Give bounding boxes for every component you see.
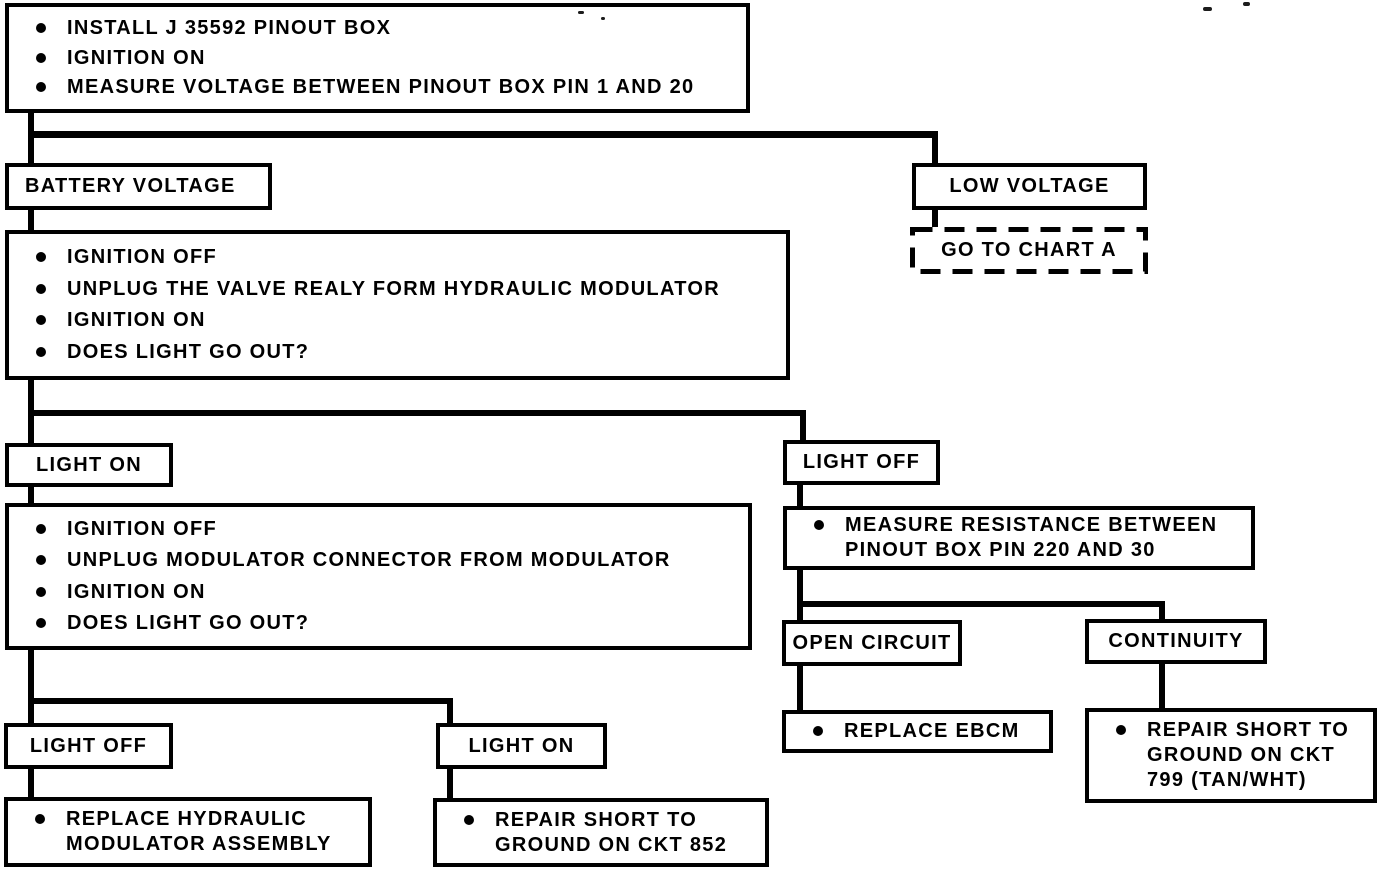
node-label: LIGHT ON — [36, 453, 142, 476]
bullet-text: UNPLUG MODULATOR CONNECTOR FROM MODULATO… — [67, 549, 671, 572]
edge-open-circuit-to-replace-ebcm — [797, 665, 803, 712]
bullet-text: IGNITION ON — [67, 309, 206, 332]
edge-light-on-to-step3 — [28, 486, 34, 505]
bullet-item: UNPLUG THE VALVE REALY FORM HYDRAULIC MO… — [9, 278, 786, 301]
bullet-icon — [36, 52, 46, 63]
node-label: LIGHT OFF — [29, 734, 148, 757]
node-install-pinout-box: INSTALL J 35592 PINOUT BOX IGNITION ON M… — [5, 3, 750, 113]
node-low-voltage: LOW VOLTAGE — [912, 163, 1147, 210]
edge-light-off-to-replace-hydraulic — [28, 768, 34, 799]
scan-speck — [601, 17, 605, 20]
edge-to-light-off-upper — [800, 410, 806, 442]
node-light-on-upper: LIGHT ON — [5, 443, 173, 487]
node-repair-short-ckt-799: REPAIR SHORT TO GROUND ON CKT 799 (TAN/W… — [1085, 708, 1377, 803]
edge-light-on-to-repair-852 — [447, 768, 453, 800]
bullet-item: IGNITION ON — [9, 309, 786, 332]
node-measure-resistance: MEASURE RESISTANCE BETWEEN PINOUT BOX PI… — [783, 506, 1255, 570]
bullet-text: REPAIR SHORT TO GROUND ON CKT 852 — [495, 808, 728, 856]
scan-speck — [1243, 2, 1250, 6]
bullet-item: MEASURE RESISTANCE BETWEEN PINOUT BOX PI… — [787, 513, 1217, 563]
bullet-item: REPAIR SHORT TO GROUND ON CKT 852 — [437, 808, 727, 858]
node-label: LIGHT ON — [468, 734, 575, 757]
node-go-to-chart-a: GO TO CHART A — [910, 227, 1148, 274]
bullet-item: REPLACE HYDRAULIC MODULATOR ASSEMBLY — [8, 807, 332, 857]
bullet-item: IGNITION OFF — [9, 246, 786, 269]
edge-low-voltage-to-chart-a — [932, 209, 938, 229]
node-replace-hydraulic-modulator: REPLACE HYDRAULIC MODULATOR ASSEMBLY — [4, 797, 372, 867]
bullet-text: REPLACE EBCM — [844, 720, 1020, 742]
bullet-icon — [813, 726, 823, 736]
bullet-text: REPAIR SHORT TO GROUND ON CKT 799 (TAN/W… — [1147, 719, 1350, 791]
bullet-icon — [36, 251, 46, 262]
bullet-icon — [1116, 725, 1126, 735]
edge-continuity-to-repair-799 — [1159, 663, 1165, 710]
edge-light-off-to-measure — [797, 484, 803, 508]
bullet-text: IGNITION ON — [67, 46, 206, 69]
edge-step1-to-battery — [28, 112, 34, 167]
bullet-item: IGNITION ON — [9, 581, 748, 604]
node-repair-short-ckt-852: REPAIR SHORT TO GROUND ON CKT 852 — [433, 798, 769, 867]
edge-to-continuity — [1159, 601, 1165, 621]
node-label: OPEN CIRCUIT — [792, 631, 952, 654]
edge-to-light-on-lower — [447, 698, 453, 725]
node-label: CONTINUITY — [1108, 630, 1244, 652]
bullet-icon — [814, 520, 824, 530]
edge-branch4-horizontal — [28, 698, 453, 704]
bullet-item: IGNITION OFF — [9, 518, 748, 541]
bullet-text: IGNITION ON — [67, 580, 206, 603]
node-label: BATTERY VOLTAGE — [25, 175, 236, 197]
bullet-icon — [36, 22, 46, 33]
node-continuity: CONTINUITY — [1085, 619, 1267, 664]
node-light-off-upper: LIGHT OFF — [783, 440, 940, 485]
bullet-item: REPAIR SHORT TO GROUND ON CKT 799 (TAN/W… — [1089, 718, 1349, 793]
bullet-icon — [36, 555, 46, 566]
bullet-icon — [36, 283, 46, 294]
bullet-icon — [36, 315, 46, 326]
edge-branch3-horizontal — [797, 601, 1165, 607]
bullet-icon — [36, 347, 46, 358]
bullet-text: INSTALL J 35592 PINOUT BOX — [67, 16, 392, 39]
bullet-text: REPLACE HYDRAULIC MODULATOR ASSEMBLY — [66, 808, 332, 855]
bullet-icon — [36, 586, 46, 597]
bullet-icon — [36, 524, 46, 535]
node-battery-voltage: BATTERY VOLTAGE — [5, 163, 272, 210]
bullet-icon — [36, 617, 46, 628]
bullet-text: UNPLUG THE VALVE REALY FORM HYDRAULIC MO… — [67, 277, 720, 300]
node-label: GO TO CHART A — [941, 239, 1117, 261]
bullet-icon — [464, 814, 474, 825]
bullet-text: IGNITION OFF — [67, 518, 218, 541]
scan-speck — [578, 11, 584, 14]
bullet-item: REPLACE EBCM — [786, 719, 1020, 744]
bullet-item: MEASURE VOLTAGE BETWEEN PINOUT BOX PIN 1… — [9, 76, 746, 99]
node-light-on-lower: LIGHT ON — [436, 723, 607, 769]
bullet-icon — [36, 82, 46, 93]
bullet-item: DOES LIGHT GO OUT? — [9, 341, 786, 364]
edge-battery-to-step2 — [28, 209, 34, 232]
bullet-item: UNPLUG MODULATOR CONNECTOR FROM MODULATO… — [9, 549, 748, 572]
bullet-text: MEASURE RESISTANCE BETWEEN PINOUT BOX PI… — [845, 514, 1218, 561]
bullet-item: INSTALL J 35592 PINOUT BOX — [9, 17, 746, 40]
node-label: LOW VOLTAGE — [949, 175, 1110, 197]
scan-speck — [1203, 7, 1212, 11]
edge-step3-to-light-off-lower — [28, 649, 34, 725]
node-open-circuit: OPEN CIRCUIT — [782, 620, 962, 666]
node-modulator-connector-check: IGNITION OFF UNPLUG MODULATOR CONNECTOR … — [5, 503, 752, 650]
bullet-item: DOES LIGHT GO OUT? — [9, 612, 748, 635]
edge-branch1-horizontal — [28, 131, 938, 138]
node-label: LIGHT OFF — [802, 451, 921, 473]
bullet-text: MEASURE VOLTAGE BETWEEN PINOUT BOX PIN 1… — [67, 76, 695, 99]
bullet-text: DOES LIGHT GO OUT? — [67, 341, 310, 364]
bullet-item: IGNITION ON — [9, 47, 746, 70]
bullet-text: IGNITION OFF — [67, 245, 218, 268]
node-replace-ebcm: REPLACE EBCM — [782, 710, 1053, 753]
edge-to-low-voltage — [932, 131, 938, 165]
edge-branch2-horizontal — [28, 410, 806, 416]
dashed-border — [910, 227, 1148, 274]
bullet-text: DOES LIGHT GO OUT? — [67, 611, 310, 634]
edge-measure-to-open-circuit — [797, 569, 803, 622]
node-valve-relay-check: IGNITION OFF UNPLUG THE VALVE REALY FORM… — [5, 230, 790, 380]
node-light-off-lower: LIGHT OFF — [4, 723, 173, 769]
bullet-icon — [35, 814, 45, 824]
